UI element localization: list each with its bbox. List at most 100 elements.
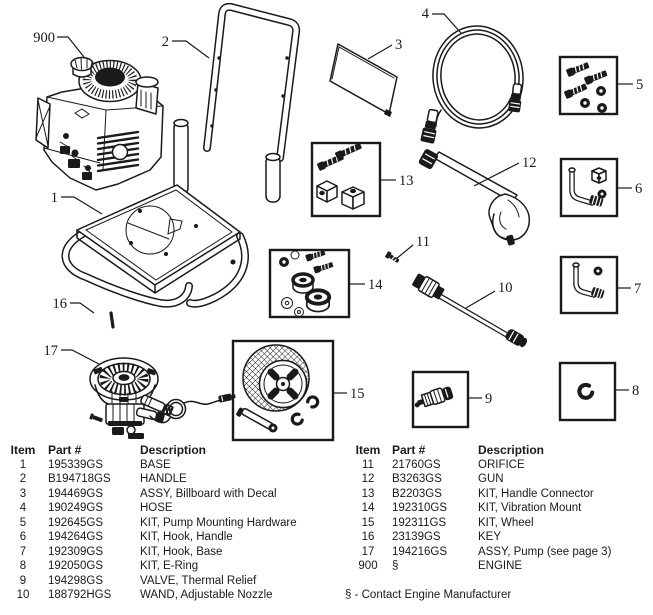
cell-part: 194469GS — [48, 487, 103, 500]
knob — [591, 167, 607, 184]
vibration-mount-kit-box — [268, 248, 351, 319]
callout-orifice: 11 — [416, 234, 430, 250]
cell-part: 23139GS — [392, 531, 441, 543]
pump-cord — [149, 393, 236, 424]
axle-bolt — [236, 407, 278, 433]
cell-item: 6 — [19, 531, 27, 543]
cell-item: 1 — [19, 458, 27, 471]
billboard-illustration — [329, 43, 398, 117]
connector-block — [341, 186, 365, 210]
cell-part: 190249GS — [48, 502, 103, 514]
table-row: 4 190249GS HOSE — [6, 501, 336, 516]
wheel — [242, 344, 310, 412]
cell-desc: WAND, Adjustable Nozzle — [140, 589, 273, 601]
hose-fitting — [420, 108, 439, 144]
cell-desc: ORIFICE — [478, 458, 525, 471]
base-illustration — [61, 118, 281, 308]
cell-part: 194298GS — [48, 574, 103, 587]
callout-wand: 10 — [498, 280, 513, 296]
callout-billboard: 3 — [395, 37, 402, 53]
cell-item: 12 — [361, 473, 375, 485]
col-header-item: Item — [10, 443, 36, 457]
hose-fitting — [508, 83, 523, 113]
leader-lines — [57, 13, 633, 399]
col-header-desc: Description — [478, 443, 545, 457]
col-header-item: Item — [355, 443, 381, 457]
cell-part: 192309GS — [48, 545, 103, 558]
exploded-parts-diagram: 900 2 1 3 4 5 6 7 8 9 10 11 12 13 14 15 … — [33, 2, 643, 442]
cell-desc: BASE — [140, 458, 171, 471]
cell-item: 9 — [19, 574, 27, 587]
cell-desc: KIT, Hook, Base — [140, 545, 223, 558]
cell-desc: KEY — [478, 531, 502, 543]
cell-item: 8 — [19, 560, 27, 572]
cell-part: 188792HGS — [48, 589, 112, 601]
handle-illustration — [203, 2, 301, 162]
parts-table-right: Item Part # Description 11 21760GS ORIFICE… — [350, 443, 650, 574]
pump-manifold — [135, 407, 165, 423]
cell-part: 194216GS — [392, 545, 447, 558]
callout-vibration-mount-kit: 14 — [368, 277, 383, 293]
e-clip — [290, 412, 304, 426]
callout-hook-handle-kit: 6 — [635, 181, 642, 197]
cell-item: 4 — [19, 502, 27, 514]
cell-part: B3263GS — [392, 473, 442, 485]
engine-illustration — [35, 56, 164, 191]
cell-desc: GUN — [478, 473, 504, 485]
key-illustration — [109, 311, 115, 329]
table-row: 6 194264GS KIT, Hook, Handle — [6, 530, 336, 545]
col-header-part: Part # — [392, 443, 426, 457]
cell-desc: ASSY, Pump (see page 3) — [478, 545, 612, 558]
cell-desc: VALVE, Thermal Relief — [140, 574, 257, 587]
callout-gun: 12 — [522, 155, 537, 171]
cell-item: 11 — [362, 458, 374, 471]
cell-desc: HOSE — [140, 502, 173, 514]
cell-part: B2203GS — [392, 487, 442, 500]
cell-item: 3 — [19, 487, 27, 500]
cell-item: 10 — [16, 589, 30, 601]
cell-item: 5 — [19, 516, 27, 529]
pump-illustration — [89, 357, 236, 439]
cell-item: 14 — [361, 502, 375, 514]
hook-handle-kit-box — [559, 157, 619, 218]
wand-illustration — [412, 273, 528, 348]
col-header-part: Part # — [48, 443, 82, 457]
connector-block — [316, 180, 338, 203]
callout-engine: 900 — [33, 30, 55, 46]
cell-part: § — [392, 560, 399, 572]
callout-hose: 4 — [422, 6, 430, 22]
table-row: 11 21760GS ORIFICE — [350, 458, 650, 473]
hook-base-kit-box — [559, 255, 619, 315]
cell-desc: KIT, Wheel — [478, 516, 534, 529]
cell-item: 900 — [358, 560, 378, 572]
e-ring-kit-box — [558, 361, 617, 422]
fuel-cap — [70, 56, 94, 78]
rubber-mount — [304, 288, 332, 313]
cell-desc: HANDLE — [140, 473, 187, 485]
cell-desc: KIT, E-Ring — [140, 560, 199, 572]
cell-part: 21760GS — [392, 458, 441, 471]
table-row: 3 194469GS ASSY, Billboard with Decal — [6, 487, 336, 502]
callout-pump: 17 — [44, 343, 59, 359]
table-header: Item Part # Description — [6, 443, 336, 458]
callout-base: 1 — [51, 190, 58, 206]
cell-desc: KIT, Hook, Handle — [140, 531, 233, 543]
cell-part: 194264GS — [48, 531, 103, 543]
cell-desc: ASSY, Billboard with Decal — [140, 487, 277, 500]
cell-item: 2 — [19, 473, 27, 485]
cell-item: 13 — [361, 487, 375, 500]
cell-desc: KIT, Handle Connector — [478, 487, 594, 500]
cell-part: 192311GS — [392, 516, 447, 529]
cell-item: 17 — [361, 545, 375, 558]
table-row: 17 194216GS ASSY, Pump (see page 3) — [350, 545, 650, 560]
table-header: Item Part # Description — [350, 443, 650, 458]
cell-part: 192645GS — [48, 516, 103, 529]
